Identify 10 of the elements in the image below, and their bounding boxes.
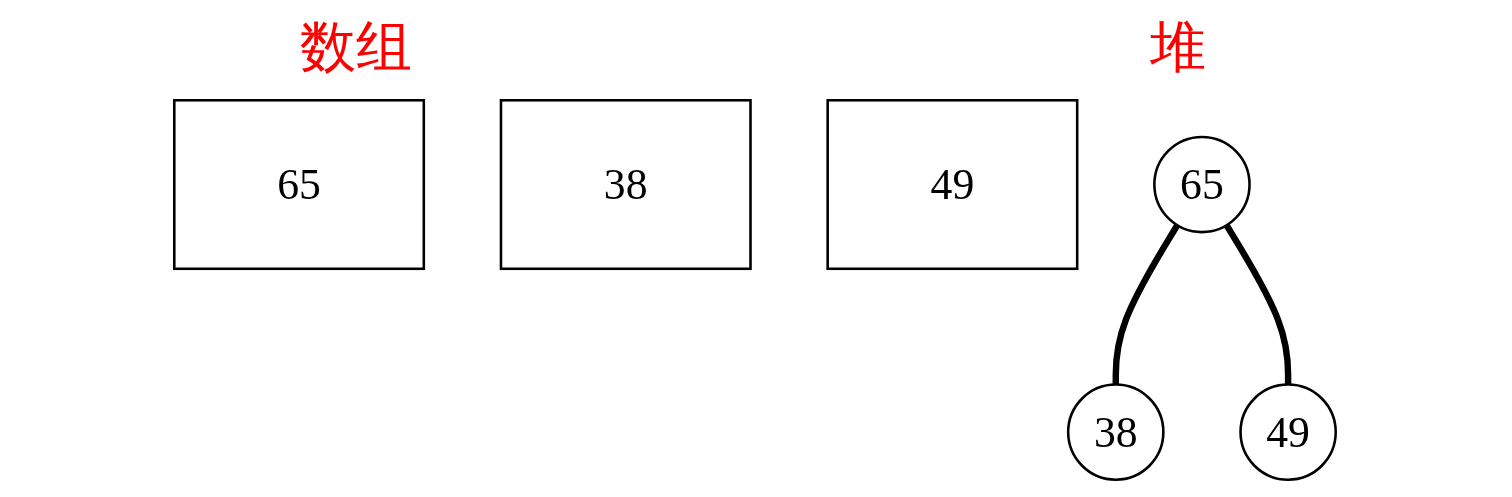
node-circle: 38 xyxy=(1066,383,1165,481)
node-circle: 65 xyxy=(1153,135,1251,234)
section-heading: 堆 xyxy=(1150,15,1206,80)
connector xyxy=(1223,223,1292,385)
node-box: 38 xyxy=(499,99,752,271)
node-circle: 49 xyxy=(1239,383,1337,481)
node-box: 49 xyxy=(826,99,1079,271)
section-heading: 数组 xyxy=(300,15,412,80)
node-box: 65 xyxy=(173,99,426,271)
connector xyxy=(1112,223,1181,385)
